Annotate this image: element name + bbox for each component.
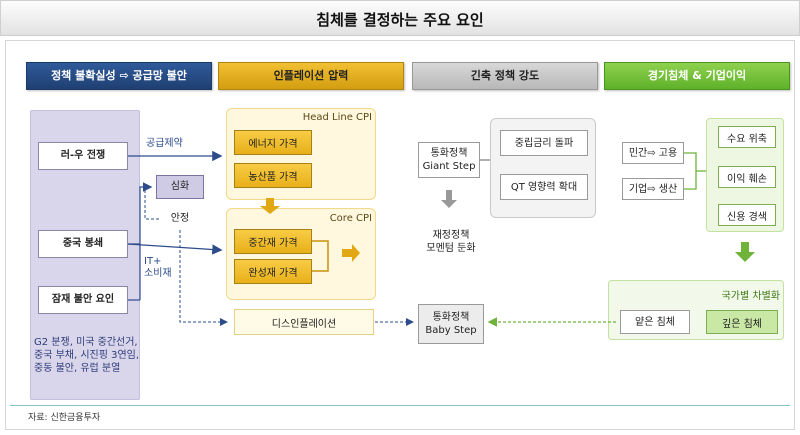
finished-price-box: 완성재 가격: [234, 259, 312, 284]
title-bar: [0, 0, 800, 36]
profit-damage-box: 이익 훼손: [718, 166, 776, 188]
header-policy: 정책 불확실성 ⇨ 공급망 불안: [26, 62, 212, 90]
source-note: 자료: 신한금융투자: [28, 413, 101, 423]
baby-step-box: 통화정책 Baby Step: [418, 304, 484, 344]
recession-bracket-in: [684, 152, 697, 190]
giant-step-box: 통화정책 Giant Step: [418, 142, 480, 178]
shallow-recession-box: 얕은 침체: [620, 310, 690, 334]
country-diff-label: 국가별 차별화: [721, 291, 780, 302]
header-tightening: 긴축 정책 강도: [412, 62, 598, 90]
source-divider: [10, 405, 790, 406]
neutral-rate-box: 중립금리 돌파: [500, 130, 588, 156]
china-lockdown-box: 중국 봉쇄: [38, 230, 128, 258]
stabilize-label: 안정: [170, 212, 190, 224]
deepen-box: 심화: [156, 175, 204, 199]
it-consumer-label: IT+ 소비재: [144, 256, 172, 279]
header-recession: 경기침체 & 기업이익: [604, 62, 790, 90]
core-bracket: [312, 240, 329, 272]
private-employment-box: 민간⇨ 고용: [622, 142, 684, 164]
russia-ukraine-box: 러-우 전쟁: [38, 142, 128, 170]
deep-recession-box: 깊은 침체: [706, 310, 778, 334]
credit-tightening-box: 신용 경색: [718, 204, 776, 226]
bracket-deepen: [128, 182, 153, 245]
stabilize-dash: [144, 190, 160, 220]
demand-shrink-box: 수요 위축: [718, 126, 776, 148]
headline-cpi-label: Head Line CPI: [302, 112, 372, 123]
supply-constraint-label: 공급제약: [146, 138, 183, 149]
fiscal-down-arrow: [441, 190, 457, 208]
disinflation-dash: [179, 230, 228, 326]
corporate-production-box: 기업⇨ 생산: [622, 178, 684, 200]
cpi-down-arrow: [260, 198, 280, 214]
qt-box: QT 영향력 확대: [500, 174, 588, 200]
disinflation-box: 디스인플레이션: [234, 309, 374, 335]
risk-factors-note: G2 분쟁, 미국 중간선거, 중국 부채, 시진핑 3연임, 중동 불안, 유…: [34, 337, 140, 374]
fiscal-policy-text: 재정정책 모멘텀 둔화: [426, 230, 476, 254]
intermediate-price-box: 중간재 가격: [234, 229, 312, 254]
recession-down-arrow: [735, 242, 755, 262]
core-right-arrow: [342, 244, 360, 262]
core-cpi-label: Core CPI: [329, 213, 372, 224]
header-inflation: 인플레이션 압력: [218, 62, 404, 90]
energy-price-box: 에너지 가격: [234, 130, 312, 155]
diagram-title: 침체를 결정하는 주요 요인: [316, 11, 484, 29]
agri-price-box: 농산품 가격: [234, 163, 312, 188]
arrow-lockdown-to-core: [127, 243, 223, 255]
latent-anxiety-box: 잠재 불안 요인: [38, 286, 128, 314]
